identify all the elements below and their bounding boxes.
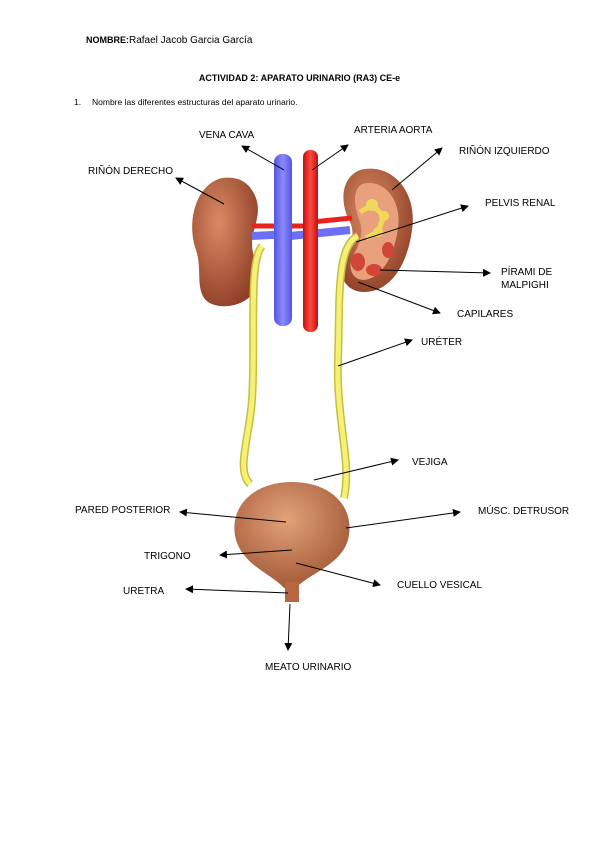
instruction: 1. Nombre las diferentes estructuras del … <box>74 97 298 107</box>
label-arteria-aorta: ARTERIA AORTA <box>354 125 433 136</box>
pyramid-1 <box>351 253 365 271</box>
label-piramide-line2: MALPIGHI <box>501 280 549 291</box>
name-value: Rafael Jacob Garcia García <box>129 35 253 46</box>
pyramid-2 <box>366 264 382 276</box>
label-piramide-line1: PÍRAMI DE <box>501 267 553 278</box>
label-pelvis-renal: PELVIS RENAL <box>485 198 556 209</box>
label-rinon-izquierdo: RIÑÓN IZQUIERDO <box>459 146 550 157</box>
label-vena-cava: VENA CAVA <box>199 130 255 141</box>
page-title: ACTIVIDAD 2: APARATO URINARIO (RA3) CE-e <box>198 73 401 83</box>
bladder <box>234 482 350 588</box>
label-cuello-vesical: CUELLO VESICAL <box>397 580 483 591</box>
instruction-number: 1. <box>74 97 82 107</box>
right-kidney <box>192 177 258 307</box>
name-line: NOMBRE:Rafael Jacob Garcia García <box>86 35 252 46</box>
vena-cava <box>274 154 292 326</box>
instruction-text: Nombre las diferentes estructuras del ap… <box>92 97 298 107</box>
label-pared-posterior: PARED POSTERIOR <box>75 505 171 516</box>
label-rinon-derecho: RIÑÓN DERECHO <box>88 166 174 177</box>
aorta <box>303 150 318 332</box>
label-musc-detrusor: MÚSC. DETRUSOR <box>478 506 570 517</box>
urethra <box>285 582 299 602</box>
label-uretra: URETRA <box>123 586 165 597</box>
label-trigono: TRIGONO <box>144 551 191 562</box>
label-vejiga: VEJIGA <box>412 457 448 468</box>
label-capilares: CAPILARES <box>457 309 514 320</box>
pyramid-3 <box>382 242 394 258</box>
label-ureter: URÉTER <box>421 337 463 348</box>
name-key: NOMBRE: <box>86 35 129 45</box>
label-meato-urinario: MEATO URINARIO <box>265 662 352 673</box>
